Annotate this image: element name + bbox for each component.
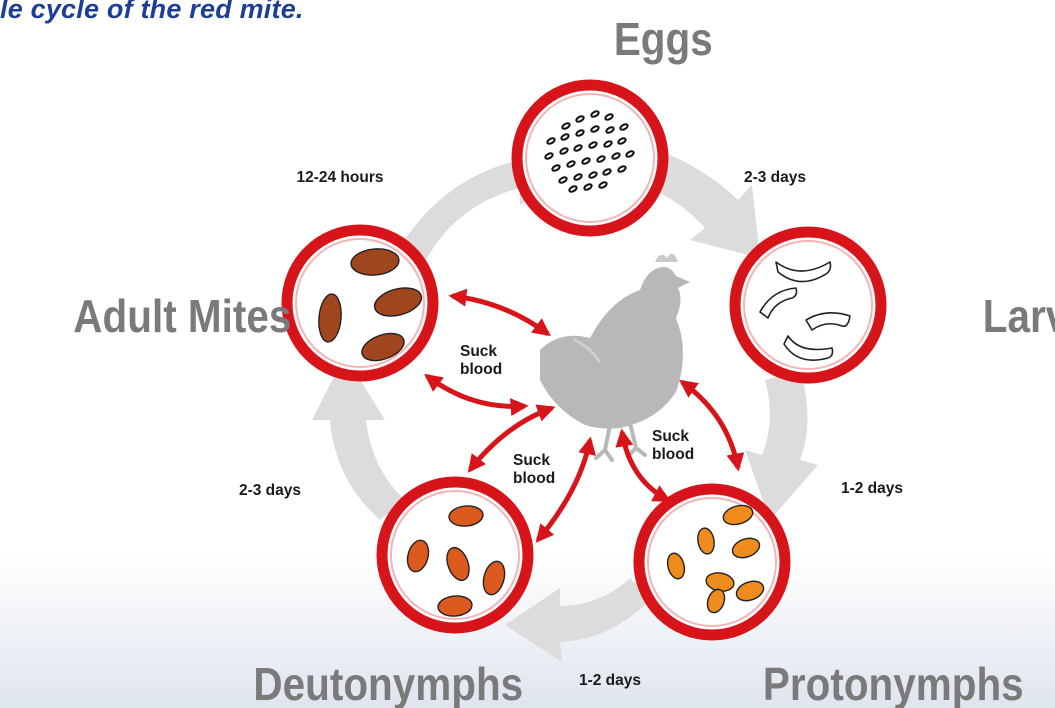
larvae-circle (735, 232, 881, 378)
suck-blood-label-protonymphs: Suck blood (652, 428, 694, 463)
suck-blood-line2: blood (513, 470, 555, 487)
suck-blood-line2: blood (460, 361, 502, 378)
cycle-arrow-protonymphs-to-deutonymphs (505, 578, 650, 662)
stage-label-protonymphs: Protonymphs (763, 660, 1024, 708)
protonymphs-circle (639, 489, 785, 635)
duration-eggs-to-larvae: 2-3 days (744, 169, 806, 186)
blood-arrow-adult-2 (427, 376, 525, 406)
suck-blood-line1: Suck (513, 452, 550, 469)
stage-label-eggs: Eggs (614, 15, 713, 66)
duration-adult-to-eggs: 12-24 hours (296, 169, 383, 186)
duration-larvae-to-protonymphs: 1-2 days (841, 480, 903, 497)
suck-blood-label-deutonymphs: Suck blood (513, 452, 555, 487)
blood-arrow-adult-1 (452, 296, 548, 334)
suck-blood-label-adult: Suck blood (460, 343, 502, 378)
stage-label-deutonymphs: Deutonymphs (253, 660, 523, 708)
deutonymphs-circle (382, 482, 528, 628)
eggs-circle (517, 85, 663, 231)
duration-deutonymphs-to-adult: 2-3 days (239, 482, 301, 499)
adult-mites-circle (287, 230, 433, 376)
duration-protonymphs-to-deutonymphs: 1-2 days (579, 672, 641, 689)
suck-blood-line1: Suck (652, 428, 689, 445)
suck-blood-line1: Suck (460, 343, 497, 360)
suck-blood-line2: blood (652, 446, 694, 463)
stage-label-adult-mites: Adult Mites (73, 292, 291, 343)
stage-label-larvae: Larvae (983, 292, 1055, 343)
